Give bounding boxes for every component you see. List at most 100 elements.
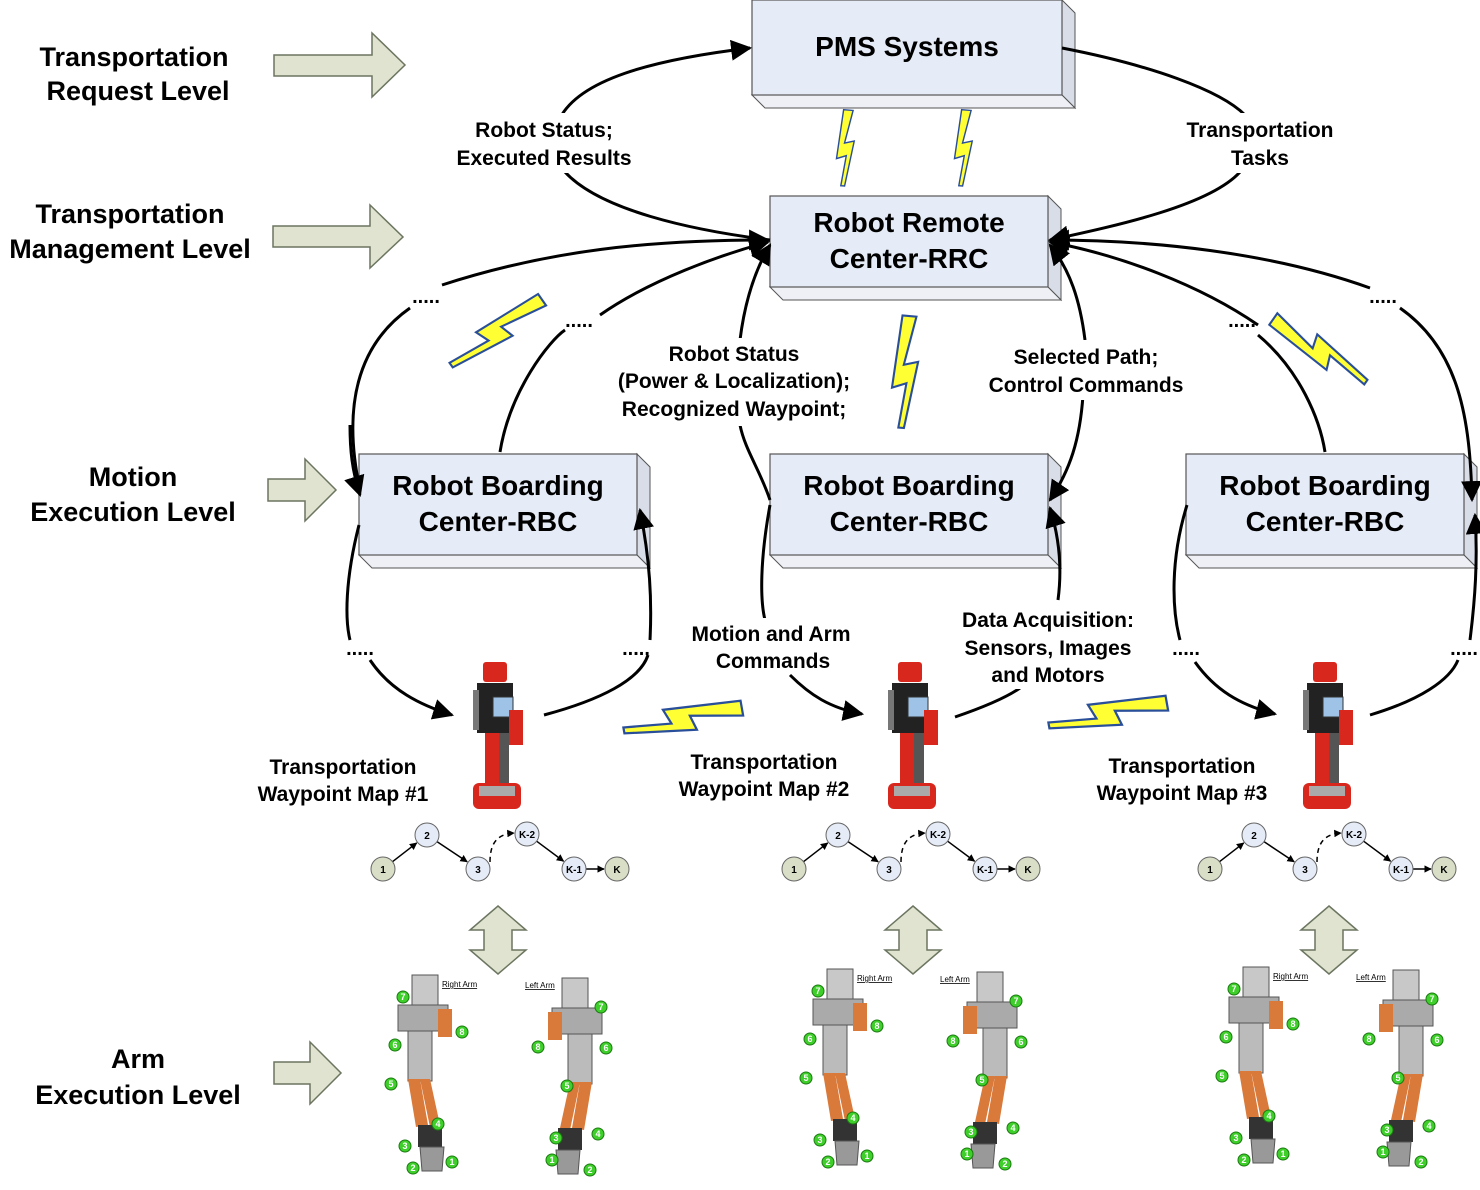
robot-illustration: [888, 662, 938, 809]
waypoint-label: 2: [424, 831, 430, 842]
waypoint-node: [972, 856, 998, 882]
joint-number: 3: [817, 1135, 822, 1145]
joint-number: 3: [553, 1133, 558, 1143]
arm-illustration: [1228, 966, 1283, 1164]
box-title: Robot Boarding: [803, 470, 1015, 501]
joint-marker: [964, 1125, 978, 1139]
joint-marker: [545, 1153, 559, 1167]
waypoint-node: [825, 822, 851, 848]
map-label: Transportation: [690, 751, 837, 774]
map-label: Waypoint Map #3: [1097, 782, 1268, 805]
joint-marker: [846, 1111, 860, 1125]
arm-illustration: [812, 968, 867, 1166]
joint-number: 6: [1018, 1037, 1023, 1047]
joint-number: 6: [603, 1043, 608, 1053]
edge-label: (Power & Localization);: [618, 370, 850, 393]
box-title: Robot Boarding: [392, 470, 604, 501]
joint-marker: [1215, 1069, 1229, 1083]
joint-marker: [1237, 1153, 1251, 1167]
wireless-lightning-icon: [1047, 694, 1170, 730]
joint-number: 8: [1366, 1034, 1371, 1044]
connection-arrows: [344, 39, 1480, 721]
joint-marker: [1362, 1032, 1376, 1046]
joint-marker: [1229, 1131, 1243, 1145]
joint-marker: [1276, 1147, 1290, 1161]
joint-number: 1: [549, 1155, 554, 1165]
level-motion: Motion Execution Level: [30, 462, 236, 527]
joint-number: 6: [1434, 1035, 1439, 1045]
edge-label: Tasks: [1231, 147, 1289, 170]
joint-number: 6: [807, 1034, 812, 1044]
joint-number: 6: [392, 1040, 397, 1050]
joint-number: 3: [1384, 1125, 1389, 1135]
map-label: Waypoint Map #1: [258, 783, 429, 806]
joint-marker: [1014, 1035, 1028, 1049]
joint-number: 2: [825, 1157, 830, 1167]
waypoint-label: 2: [1251, 831, 1257, 842]
box-title: Robot Boarding: [1219, 470, 1431, 501]
edge-label: Executed Results: [456, 147, 631, 170]
ellipsis: .....: [346, 638, 374, 660]
joint-number: 8: [535, 1042, 540, 1052]
joint-marker: [860, 1149, 874, 1163]
waypoint-node: [925, 821, 951, 847]
arm-illustration: [397, 974, 452, 1172]
joint-marker: [445, 1155, 459, 1169]
ellipsis: .....: [622, 638, 650, 660]
arm-illustration: [548, 977, 603, 1175]
edge-label: Motion and Arm: [691, 623, 850, 646]
block-arrow-right-icon: [273, 31, 407, 99]
wireless-lightning-icon: [953, 108, 974, 187]
joint-marker: [960, 1147, 974, 1161]
joint-number: 1: [1380, 1147, 1385, 1157]
joint-marker: [1227, 982, 1241, 996]
left-arm-label: Left Arm: [525, 981, 555, 990]
joint-number: 2: [1002, 1159, 1007, 1169]
waypoint-label: K-1: [566, 865, 583, 876]
joint-number: 1: [449, 1157, 454, 1167]
joint-marker: [560, 1079, 574, 1093]
joint-marker: [1262, 1109, 1276, 1123]
joint-number: 5: [564, 1081, 569, 1091]
box-title: Center-RRC: [830, 243, 989, 274]
edge-label: and Motors: [991, 664, 1104, 687]
map-label: Transportation: [1108, 755, 1255, 778]
arm-illustration: [963, 971, 1018, 1169]
joint-marker: [1380, 1123, 1394, 1137]
wireless-lightning-icon: [622, 699, 745, 735]
right-arm-label: Right Arm: [442, 980, 477, 989]
joint-number: 8: [950, 1036, 955, 1046]
joint-number: 7: [1231, 984, 1236, 994]
level-management: Transportation Management Level: [9, 199, 251, 264]
box-title: Robot Remote: [813, 207, 1004, 238]
joint-number: 1: [1280, 1149, 1285, 1159]
level-label: Transportation: [39, 42, 228, 72]
joint-number: 5: [388, 1079, 393, 1089]
joint-marker: [821, 1155, 835, 1169]
joint-number: 4: [1010, 1123, 1015, 1133]
waypoint-label: 3: [886, 865, 892, 876]
waypoint-label: 2: [835, 831, 841, 842]
box-title: Center-RBC: [1246, 506, 1405, 537]
joint-number: 2: [1241, 1155, 1246, 1165]
ellipsis: .....: [1369, 286, 1397, 308]
joint-marker: [811, 984, 825, 998]
waypoint-node: [876, 856, 902, 882]
ellipsis: .....: [1172, 638, 1200, 660]
level-label: Execution Level: [35, 1080, 241, 1110]
joint-marker: [384, 1077, 398, 1091]
bidirectional-arrow-icon: [1298, 905, 1360, 975]
waypoint-label: K: [1024, 865, 1032, 876]
edge-label: Transportation: [1186, 119, 1333, 142]
joint-number: 5: [979, 1075, 984, 1085]
joint-number: 8: [1290, 1019, 1295, 1029]
waypoint-node: [1197, 856, 1223, 882]
joint-marker: [549, 1131, 563, 1145]
